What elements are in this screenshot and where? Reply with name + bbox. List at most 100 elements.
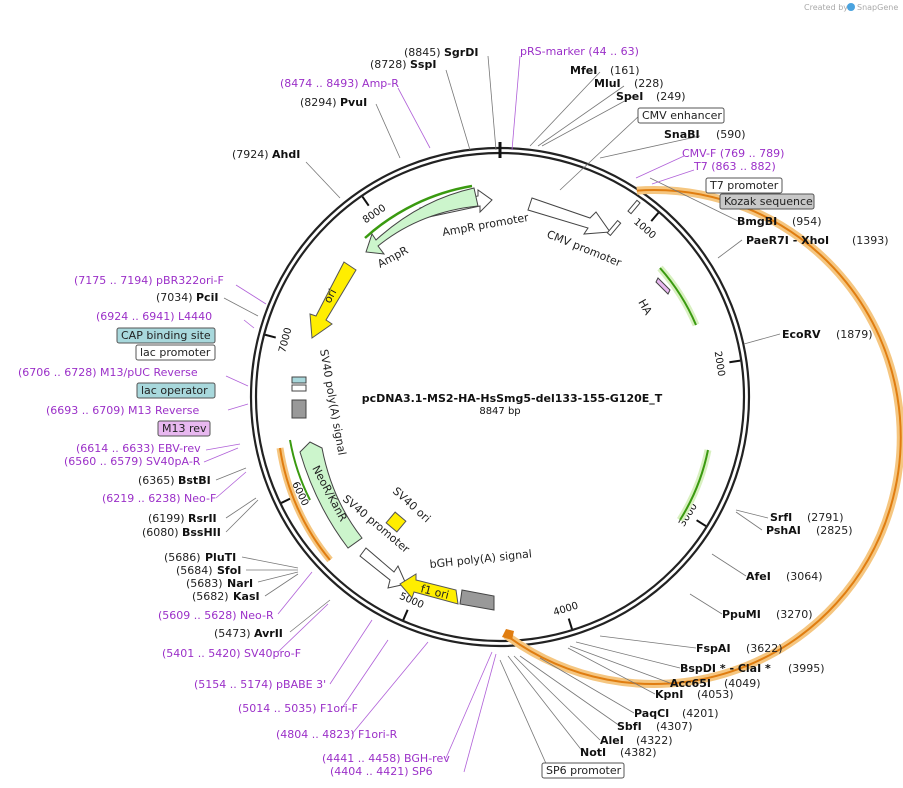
site-alei-pos: (4322) xyxy=(636,734,673,747)
neo-orf-arc-line xyxy=(279,447,331,561)
neor-kanr-arrow xyxy=(299,441,363,549)
tick-label: 7000 xyxy=(277,327,294,354)
tick-mark xyxy=(402,609,409,621)
primer-m13-puc-reverse: (6706 .. 6728) M13/pUC Reverse xyxy=(18,366,198,379)
site-nari-name: NarI xyxy=(227,577,253,590)
site-pluti-pos: (5686) xyxy=(164,551,201,564)
primer-pbabe-3: (5154 .. 5174) pBABE 3' xyxy=(194,678,326,691)
site-ppumi-pos: (3270) xyxy=(776,608,813,621)
primer-t7: T7 (863 .. 882) xyxy=(693,160,776,173)
site-sbfi-name: SbfI xyxy=(617,720,642,733)
plasmid-length: 8847 bp xyxy=(479,406,520,417)
site-mlui-pos: (228) xyxy=(634,77,664,90)
feature-ampr: AmpR xyxy=(375,244,410,271)
site-alei-name: AleI xyxy=(600,734,624,747)
site-noti-pos: (4382) xyxy=(620,746,657,759)
site-sgrdi-name: SgrDI xyxy=(444,46,478,59)
tick-mark xyxy=(280,497,292,504)
ori-arrow xyxy=(309,261,357,339)
site-kasi-name: KasI xyxy=(233,590,260,603)
lac-promoter-box xyxy=(135,344,216,361)
primer-f1ori-r: (4804 .. 4823) F1ori-R xyxy=(276,728,398,741)
site-avrii-name: AvrII xyxy=(254,627,283,640)
site-mlui-name: MluI xyxy=(594,77,621,90)
site-ahdi-name: AhdI xyxy=(272,148,300,161)
site-bmgbi-pos: (954) xyxy=(792,215,822,228)
site-sspi-pos: (8728) xyxy=(370,58,407,71)
site-mfei-name: MfeI xyxy=(570,64,597,77)
feature-ori: ori xyxy=(321,287,339,306)
kozak-label: Kozak sequence xyxy=(724,195,813,208)
tick-label: 2000 xyxy=(712,350,727,377)
tick-mark xyxy=(729,359,741,364)
primer-prs-marker: pRS-marker (44 .. 63) xyxy=(520,45,639,58)
feature-bgh-polya: bGH poly(A) signal xyxy=(429,547,532,571)
cmv-promoter-arrow xyxy=(527,197,611,235)
tick-mark xyxy=(567,618,573,630)
boxed-label-group: CMV enhancer T7 promoter Kozak sequence … xyxy=(116,107,815,779)
ampr-arrow xyxy=(365,187,479,255)
site-bmgbi-name: BmgBI xyxy=(737,215,777,228)
cap-site-box xyxy=(116,327,216,344)
site-pluti-name: PluTI xyxy=(205,551,236,564)
site-paqci-name: PaqCI xyxy=(634,707,669,720)
credit-brand: SnapGene xyxy=(857,3,898,12)
m13-rev-label: M13 rev xyxy=(162,422,207,435)
site-bstbi-name: BstBI xyxy=(178,474,211,487)
site-sspi-name: SspI xyxy=(410,58,436,71)
primer-sp6: (4404 .. 4421) SP6 xyxy=(330,765,433,778)
site-ppumi-name: PpuMI xyxy=(722,608,761,621)
site-afei-pos: (3064) xyxy=(786,570,823,583)
lac-promoter-feature xyxy=(291,384,307,392)
site-fspai-pos: (3622) xyxy=(746,642,783,655)
primer-l4440: (6924 .. 6941) L4440 xyxy=(96,310,212,323)
site-bsshii-name: BssHII xyxy=(182,526,221,539)
t7-promoter-box xyxy=(705,177,783,194)
site-sbfi-pos: (4307) xyxy=(656,720,693,733)
feature-ha: HA xyxy=(635,297,654,318)
ha-feature xyxy=(655,277,671,295)
sp6-promoter-label: SP6 promoter xyxy=(546,764,622,777)
site-kpni-pos: (4053) xyxy=(697,688,734,701)
primer-m13-reverse: (6693 .. 6709) M13 Reverse xyxy=(46,404,199,417)
site-acc65i-name: Acc65I xyxy=(670,677,711,690)
site-kasi-pos: (5682) xyxy=(192,590,229,603)
site-srfi-name: SrfI xyxy=(770,511,792,524)
snapgene-logo-icon xyxy=(847,3,855,11)
kozak-box xyxy=(719,193,815,210)
site-xhoi-pos: (1393) xyxy=(852,234,889,247)
site-ahdi-pos: (7924) xyxy=(232,148,269,161)
lac-operator-box xyxy=(136,382,216,399)
kozak-feature xyxy=(627,199,641,215)
primer-labels: pRS-marker (44 .. 63) (8474 .. 8493) Amp… xyxy=(18,45,784,778)
feature-sv40-polya: SV40 poly(A) signal xyxy=(317,348,348,456)
connector-lines xyxy=(215,55,781,769)
primer-sv40pa-r: (6560 .. 6579) SV40pA-R xyxy=(64,455,201,468)
orf-arc-main-line xyxy=(505,189,902,686)
green-orf-2 xyxy=(679,449,709,521)
tick-mark xyxy=(361,196,370,207)
site-bstbi-pos: (6365) xyxy=(138,474,175,487)
green-orf-1-bg xyxy=(657,265,700,327)
tick-mark xyxy=(696,519,707,527)
site-nari-pos: (5683) xyxy=(186,577,223,590)
site-rsrii-pos: (6199) xyxy=(148,512,185,525)
sv40-promoter-arrow xyxy=(359,547,407,589)
primer-sv40pro-f: (5401 .. 5420) SV40pro-F xyxy=(162,647,301,660)
cmv-enhancer-label: CMV enhancer xyxy=(642,109,722,122)
feature-f1-ori: f1 ori xyxy=(419,582,450,602)
primer-pbr322ori-f: (7175 .. 7194) pBR322ori-F xyxy=(74,274,224,287)
t7-promoter-feature xyxy=(606,219,622,237)
tick-mark xyxy=(264,333,276,339)
site-sfoi-name: SfoI xyxy=(217,564,241,577)
ampr-green-arc xyxy=(364,184,473,239)
site-sfoi-pos: (5684) xyxy=(176,564,213,577)
site-ecorv-pos: (1879) xyxy=(836,328,873,341)
tick-label: 1000 xyxy=(631,217,657,242)
neo-green-arc xyxy=(289,439,311,501)
m13-rev-box xyxy=(157,420,211,437)
sv40-polya-feature xyxy=(291,399,307,419)
primer-lines xyxy=(203,55,695,773)
site-acc65i-pos: (4049) xyxy=(724,677,761,690)
site-ecorv-name: EcoRV xyxy=(782,328,821,341)
